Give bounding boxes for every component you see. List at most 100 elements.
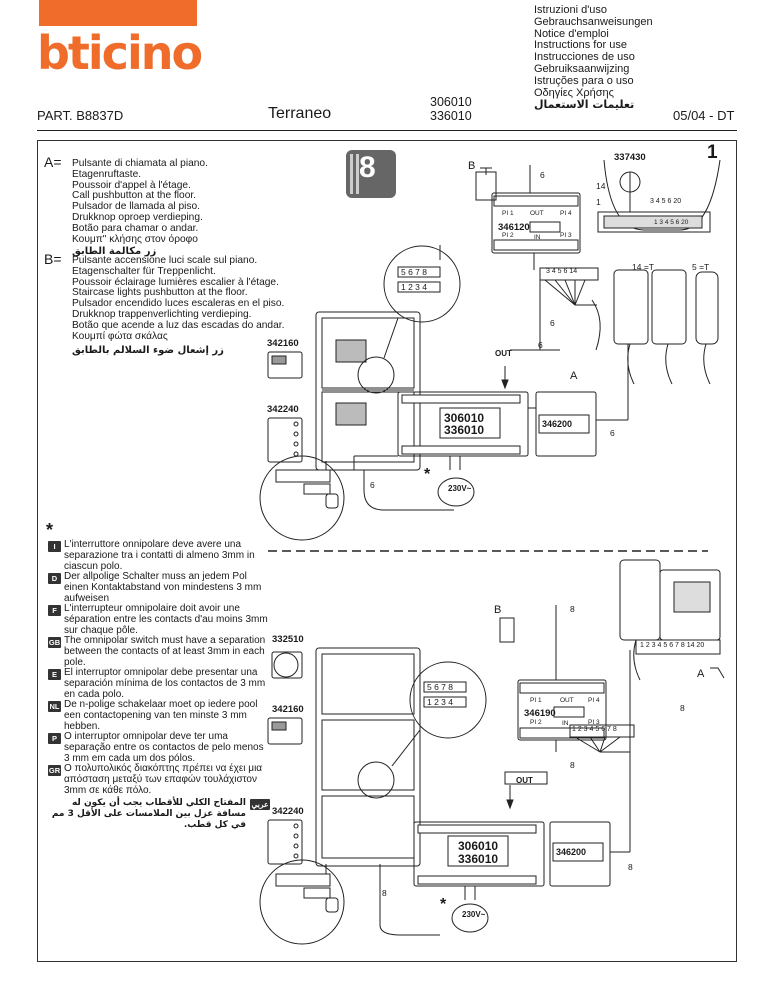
phone-terminals: 1 3 4 5 6 20	[654, 219, 689, 226]
legend-line: Pulsador de llamada al piso.	[72, 201, 200, 213]
note-text: The omnipolar switch must have a separat…	[64, 635, 266, 668]
module-346120: 346120	[498, 222, 530, 233]
legend-a-label: A=	[44, 154, 62, 170]
pi3-label: PI 3	[588, 719, 600, 726]
module-332510: 332510	[272, 634, 304, 645]
out-label: OUT	[516, 776, 533, 785]
legend-line: Κουμπ" κλήσης στον όροφο	[72, 233, 198, 245]
legend-line: Etagenruftaste.	[72, 168, 142, 180]
page-number: 1	[707, 142, 718, 163]
module-346200: 346200	[556, 847, 587, 857]
instructions-line: Instructions for use	[534, 39, 627, 52]
terminal-row: 3 4 5 6 14	[546, 268, 578, 275]
out-label: OUT	[495, 349, 512, 358]
note-text: O interruptor omnipolar deve ter uma sep…	[64, 731, 264, 764]
legend-line: Call pushbutton at the floor.	[72, 190, 197, 202]
instructions-line: Istruzioni d'uso	[534, 4, 608, 16]
module-336010: 336010	[444, 423, 485, 437]
header-divider	[37, 130, 737, 131]
brand-logo: bticino	[37, 26, 203, 80]
lang-badge: NL	[48, 701, 61, 712]
pi2-label: PI 2	[502, 232, 514, 239]
pi4-label: PI 4	[560, 210, 572, 217]
voltage-label: 230V~	[448, 484, 472, 493]
legend-line: Botão que acende a luz das escadas do an…	[72, 319, 285, 331]
legend-b: Pulsante accensione luci scale sul piano…	[72, 255, 285, 357]
product-codes: 306010 336010	[430, 95, 472, 123]
product-name: Terraneo	[268, 105, 332, 122]
wire-count: 8	[628, 862, 633, 872]
part-number: PART. B8837D	[37, 108, 124, 123]
out-label: OUT	[560, 697, 574, 704]
a-label: A	[570, 370, 578, 382]
legend-line: Poussoir d'appel à l'étage.	[72, 179, 191, 191]
note-text: Ο πολυπολικός διακόπτης πρέπει να έχει μ…	[64, 763, 263, 796]
wire-count: 8	[680, 703, 685, 713]
lang-badge: I	[48, 541, 61, 552]
instructions-line: Istruções para o uso	[534, 74, 634, 87]
b-label: B	[494, 604, 502, 616]
terminal-labels: 5 6 7 8	[427, 682, 453, 692]
legend-line-arabic: زر إشعال ضوء السلالم بالطابق	[72, 345, 224, 357]
instructions-line: Gebruiksaanwijzing	[534, 62, 630, 75]
voltage-label: 230V~	[462, 910, 486, 919]
phone-terminals: 3 4 5 6 20	[650, 198, 682, 205]
terminal-1: 1	[596, 197, 601, 207]
wire-count: 6	[550, 318, 555, 328]
legend-line: Etagenschalter für Treppenlicht.	[72, 265, 216, 277]
code-line: 306010	[430, 95, 472, 109]
wire-count: 6	[540, 170, 545, 180]
terminal-row: 1 2 3 4 5 6 7 8	[572, 726, 617, 733]
wire-count: 8	[570, 760, 575, 770]
note-star: *	[46, 520, 54, 540]
lang-badge: GB	[48, 637, 61, 648]
switch-star: *	[440, 896, 447, 913]
wire-count: 8	[382, 888, 387, 898]
note-text: De n-polige schakelaar moet op iedere po…	[64, 699, 258, 732]
module-346200: 346200	[542, 419, 573, 429]
module-306010: 306010	[458, 839, 499, 853]
phone-terminals: 1 2 3 4 5 6 7 8 14 20	[640, 642, 705, 649]
pi1-label: PI 1	[530, 697, 542, 704]
legend-b-label: B=	[44, 251, 62, 267]
legend-line: Drukknop oproep verdieping.	[72, 211, 203, 223]
date: 05/04 - DT	[673, 108, 735, 123]
legend-a: Pulsante di chiamata al piano. Etagenruf…	[72, 158, 208, 258]
legend-line: Poussoir éclairage lumières escalier à l…	[72, 276, 279, 288]
legend-line: Pulsante di chiamata al piano.	[72, 158, 208, 169]
pi2-label: PI 2	[530, 719, 542, 726]
lang-badge: E	[48, 669, 61, 680]
pi1-label: PI 1	[502, 210, 514, 217]
instructions-line: تعليمات الاستعمال	[534, 98, 635, 112]
lang-badge: D	[48, 573, 61, 584]
terminal-14: 14	[596, 181, 606, 191]
note-text: El interruptor omnipolar debe presentar …	[64, 667, 266, 700]
module-342160: 342160	[272, 704, 304, 715]
module-342240: 342240	[267, 404, 299, 415]
lang-badge: P	[48, 733, 61, 744]
terminal-labels: 1 2 3 4	[401, 282, 427, 292]
wire-count: 8	[570, 604, 575, 614]
instructions-line: Instrucciones de uso	[534, 51, 635, 64]
a-label: A	[697, 668, 705, 680]
note-text: Der allpolige Schalter muss an jedem Pol…	[64, 571, 262, 604]
legend-line-arabic: زر مكالمة الطابق	[72, 246, 157, 258]
instructions-list: Istruzioni d'uso Gebrauchsanweisungen No…	[534, 4, 654, 112]
legend-5: 5 =T	[692, 262, 710, 272]
terminal-labels: 1 2 3 4	[427, 697, 453, 707]
module-337430: 337430	[614, 152, 646, 163]
instructions-line: Notice d'emploi	[534, 27, 609, 40]
legend-line: Pulsante accensione luci scale sul piano…	[72, 255, 258, 266]
module-336010: 336010	[458, 852, 499, 866]
code-line: 336010	[430, 109, 472, 123]
legend-line: Botão para chamar o andar.	[72, 222, 199, 234]
legend-14: 14 =T	[632, 262, 654, 272]
module-306010: 306010	[444, 411, 485, 425]
